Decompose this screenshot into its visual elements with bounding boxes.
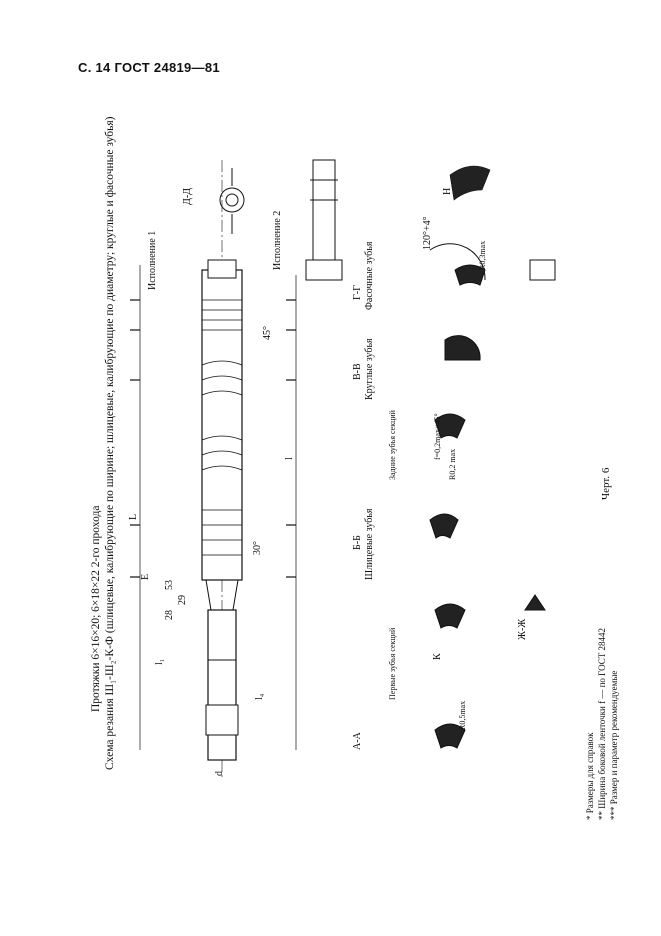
label-E: E [140,574,151,580]
label-l4: l₄ [254,693,265,700]
label-l1: l₁ [154,659,165,665]
label-H: Н [442,188,453,195]
note-3: *** Размер и параметр рекомендуемые [609,670,619,820]
note-2: ** Ширина боковой ленточки f — по ГОСТ 2… [597,627,607,820]
label-bb: Б-Б [352,535,363,550]
label-f02: f=0,2max×45° [433,413,442,460]
label-120: 120°+4° [422,216,433,250]
label-vv: В-В [352,363,363,380]
label-r05: R0,5max [458,701,467,730]
note-1: * Размеры для справок [585,732,595,821]
label-r02: R0,2 max [448,449,457,480]
label-shlic: Шлицевые зубья [364,508,375,580]
figure-number: Черт. 6 [600,467,612,500]
label-29: 29 [177,595,188,605]
label-detail-first: Первые зубья секций [388,627,397,700]
label-detail-back: Задние зубья секций [388,409,397,480]
label-53: 53 [164,580,175,590]
label-K: К [432,653,443,660]
label-krugl: Круглые зубья [364,338,375,400]
label-gg: Г-Г [352,285,363,300]
label-45: 45° [262,326,273,340]
label-aa: А-А [352,731,363,750]
label-30: 30° [252,541,263,555]
label-d: d [214,771,225,776]
label-L: L [128,514,139,520]
label-dd: Д-Д [182,188,193,205]
label-l: l [284,457,295,460]
label-28: 28 [164,610,175,620]
broach-drawing: Исполнение 1 Исполнение 2 Д-Д Г-Г Фасочн… [128,159,556,780]
drawing-title: Протяжки 6×16×20; 6×18×22 2-го прохода [90,505,102,712]
label-zhzh: Ж-Ж [517,619,528,640]
label-isp1: Исполнение 1 [147,231,158,290]
label-r03: R0,3max [478,241,487,270]
label-fasoch: Фасочные зубья [364,241,375,310]
page-header: С. 14 ГОСТ 24819—81 [78,60,220,75]
label-isp2: Исполнение 2 [272,211,283,270]
